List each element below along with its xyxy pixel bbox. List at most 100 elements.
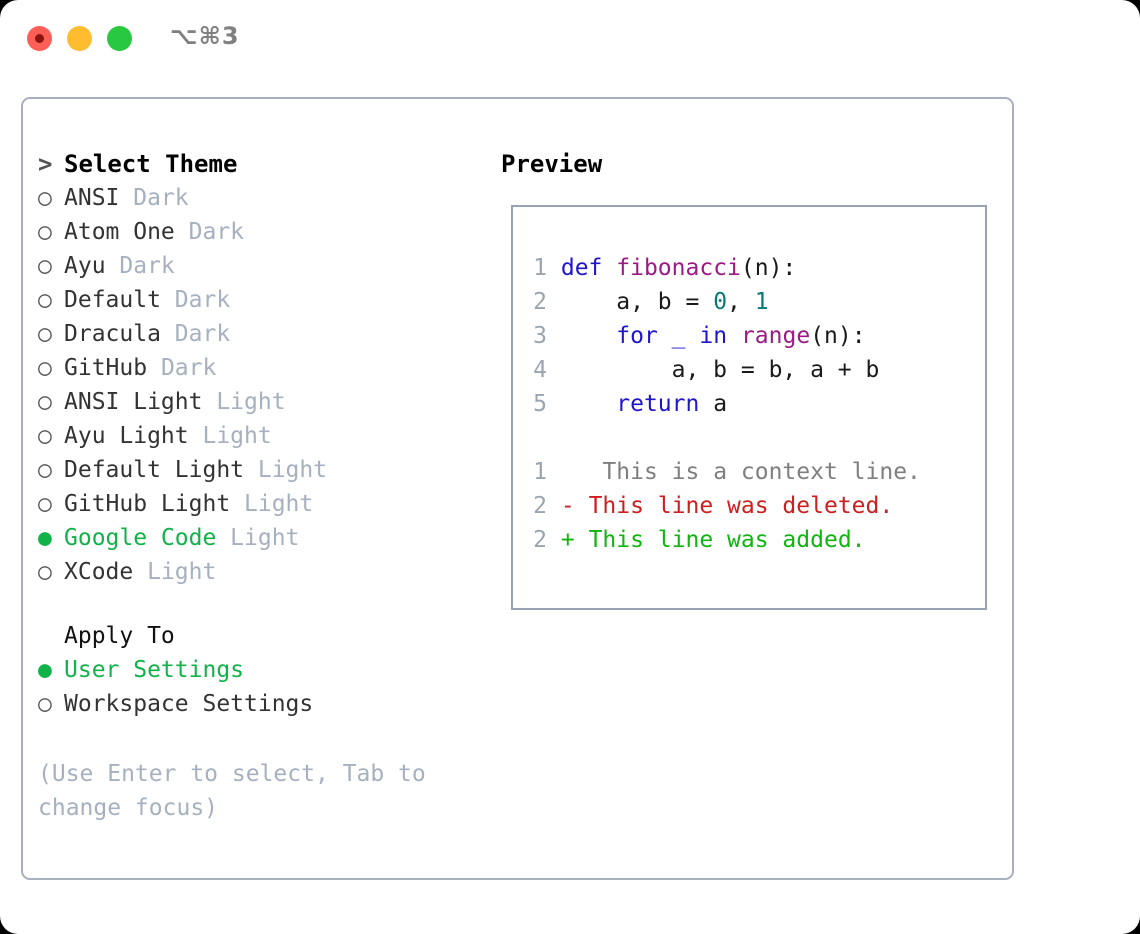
radio-unselected-icon: ○ — [38, 355, 52, 381]
theme-option-ayu[interactable]: ○Ayu Dark — [38, 249, 488, 283]
theme-list: ○ ANSI Dark ○ Atom One Dark ○ Ayu Dark ○ Defaul… — [38, 181, 488, 589]
theme-option-ayu-light[interactable]: ○Ayu Light Light — [38, 419, 488, 453]
code-token — [658, 323, 672, 349]
theme-option-label: Dracula — [64, 321, 161, 347]
select-theme-header: > Select Theme — [38, 147, 488, 181]
maximize-window-button[interactable] — [107, 26, 132, 51]
radio-unselected-icon: ○ — [38, 423, 52, 449]
diff-marker: - — [560, 493, 575, 519]
code-token — [699, 391, 713, 417]
radio-unselected-icon: ○ — [38, 491, 52, 517]
code-token: a, b = b, a + b — [560, 357, 880, 383]
theme-variant-badge: Light — [188, 423, 272, 449]
main-panel: >Select Theme ○ANSI Dark○Atom One Dark○A… — [21, 97, 1014, 880]
theme-variant-badge: Light — [133, 559, 217, 585]
theme-option-label: ANSI Light — [64, 389, 203, 415]
code-line: 4 a, b = b, a + b — [523, 353, 921, 387]
diff-text: This line was deleted. — [574, 493, 894, 519]
line-number: 2 — [533, 289, 547, 315]
theme-variant-badge: Dark — [119, 185, 189, 211]
theme-option-label: GitHub Light — [64, 491, 231, 517]
theme-option-label: Ayu — [64, 253, 106, 279]
radio-unselected-icon: ○ — [38, 253, 52, 279]
theme-option-github[interactable]: ○ GitHub Dark — [38, 351, 488, 385]
radio-selected-icon: ● — [38, 657, 52, 683]
theme-option-label: ANSI — [64, 185, 120, 211]
apply-to-header: Apply To — [38, 619, 488, 653]
code-token — [561, 391, 616, 417]
title-bar: ⌥⌘3 — [0, 0, 1140, 78]
apply-to-options: ● User Settings ○ Workspace Settings — [38, 653, 488, 721]
preview-title: Preview — [501, 150, 603, 178]
code-token — [602, 255, 616, 281]
radio-unselected-icon: ○ — [38, 457, 52, 483]
code-token: a, b = — [560, 289, 714, 315]
code-line: 3 for _ in range(n): — [523, 319, 921, 353]
select-theme-header-label: Select Theme — [64, 150, 238, 178]
code-blank-line — [523, 421, 921, 455]
diff-line-ctx: 1 This is a context line. — [523, 455, 921, 489]
apply-to-option-user-settings[interactable]: ● User Settings — [38, 653, 488, 687]
theme-option-ansi[interactable]: ○ ANSI Dark — [38, 181, 488, 215]
close-window-button[interactable] — [27, 26, 52, 51]
theme-option-default-light[interactable]: ○Default Light Light — [38, 453, 488, 487]
diff-line-add: 2 + This line was added. — [523, 523, 921, 557]
minimize-window-button[interactable] — [67, 26, 92, 51]
theme-variant-badge: Dark — [147, 355, 217, 381]
code-token: , — [727, 289, 755, 315]
radio-unselected-icon: ○ — [38, 219, 52, 245]
theme-option-label: Default — [64, 287, 161, 313]
theme-option-google-code[interactable]: ●Google Code Light — [38, 521, 488, 555]
diff-marker: + — [560, 527, 575, 553]
apply-to-label: Apply To — [64, 623, 175, 649]
code-token: (n): — [810, 323, 866, 349]
theme-option-atom-one[interactable]: ○Atom One Dark — [38, 215, 488, 249]
theme-option-dracula[interactable]: ○Dracula Dark — [38, 317, 488, 351]
apply-to-option-workspace-settings[interactable]: ○ Workspace Settings — [38, 687, 488, 721]
line-number: 1 — [533, 459, 547, 485]
radio-unselected-icon: ○ — [38, 691, 52, 717]
code-token: in — [699, 323, 728, 349]
theme-picker-column: >Select Theme ○ANSI Dark○Atom One Dark○A… — [38, 147, 488, 721]
code-token — [561, 323, 616, 349]
code-token — [727, 323, 741, 349]
prompt-caret-icon: > — [38, 150, 53, 178]
code-token: return — [616, 391, 700, 417]
diff-marker — [561, 459, 575, 485]
theme-option-label: Default Light — [64, 457, 245, 483]
apply-to-option-label: User Settings — [64, 657, 245, 683]
radio-unselected-icon: ○ — [38, 287, 52, 313]
line-number: 1 — [533, 255, 547, 281]
theme-variant-badge: Light — [230, 491, 314, 517]
radio-unselected-icon: ○ — [38, 389, 52, 415]
theme-option-github-light[interactable]: ○ GitHub Light Light — [38, 487, 488, 521]
theme-option-label: Atom One — [64, 219, 175, 245]
code-token: (n): — [740, 255, 797, 281]
code-token: range — [740, 323, 811, 349]
preview-column: Preview 1 def fibonacci(n):2 a, b = 0, 1… — [501, 147, 1001, 610]
code-line: 2 a, b = 0, 1 — [523, 285, 921, 319]
radio-unselected-icon: ○ — [38, 321, 52, 347]
line-number: 4 — [533, 357, 547, 383]
theme-option-xcode[interactable]: ○XCode Light — [38, 555, 488, 589]
radio-selected-icon: ● — [38, 525, 52, 551]
radio-unselected-icon: ○ — [38, 559, 52, 585]
code-token: 0 — [713, 289, 728, 315]
line-number: 2 — [533, 493, 547, 519]
code-token: _ — [671, 323, 686, 349]
code-token — [686, 323, 700, 349]
diff-text: This is a context line. — [574, 459, 921, 485]
apply-to-option-label: Workspace Settings — [64, 691, 314, 717]
theme-variant-badge: Light — [216, 525, 300, 551]
line-number: 2 — [533, 527, 547, 553]
theme-option-ansi-light[interactable]: ○ANSI Light Light — [38, 385, 488, 419]
diff-line-del: 2 - This line was deleted. — [523, 489, 921, 523]
theme-variant-badge: Dark — [160, 287, 231, 313]
theme-option-default[interactable]: ○ Default Dark — [38, 283, 488, 317]
theme-option-label: GitHub — [64, 355, 148, 381]
keyboard-shortcut-label: ⌥⌘3 — [170, 22, 240, 50]
radio-unselected-icon: ○ — [38, 185, 52, 211]
code-line: 5 return a — [523, 387, 921, 421]
